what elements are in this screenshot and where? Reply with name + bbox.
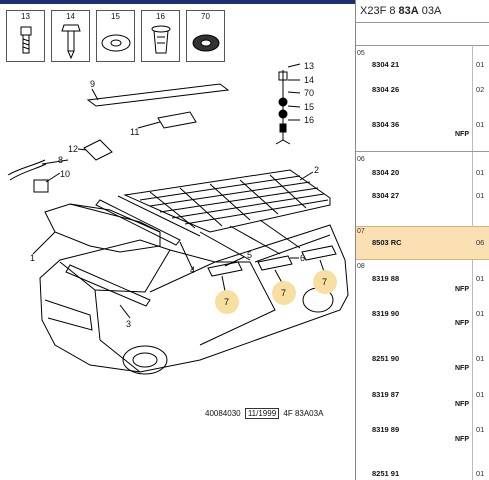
fastener-number: 70 <box>201 12 210 21</box>
highlight-marker <box>272 281 296 305</box>
group-number: 07 <box>357 228 365 235</box>
callout-15[interactable]: 15 <box>304 102 315 112</box>
parts-list-panel: X23F 8 83A 03A 05 8304 21 01 8304 26 02 … <box>355 0 489 480</box>
nfp-flag: NFP <box>455 131 469 138</box>
part-quantity: 01 <box>476 191 485 200</box>
part-reference[interactable]: 8251 90 <box>372 354 400 363</box>
part-reference[interactable]: 8319 88 <box>372 274 400 283</box>
callout-8[interactable]: 8 <box>58 155 64 165</box>
callout-6[interactable]: 6 <box>300 253 306 263</box>
group-number: 06 <box>357 156 365 163</box>
washer-icon <box>101 34 131 52</box>
callout-7[interactable]: 7 <box>281 288 287 298</box>
callout-70[interactable]: 70 <box>304 88 315 98</box>
callout-3[interactable]: 3 <box>126 319 132 329</box>
fastener-box-13[interactable]: 13 <box>6 10 45 62</box>
callout-16[interactable]: 16 <box>304 115 315 125</box>
selected-row-highlight <box>356 226 489 260</box>
part-reference[interactable]: 8304 27 <box>372 191 400 200</box>
callout-13[interactable]: 13 <box>304 61 315 71</box>
nfp-flag: NFP <box>455 436 469 443</box>
fastener-number: 15 <box>111 12 120 21</box>
caption-date: 11/1999 <box>244 408 280 419</box>
title-suffix: 03A <box>418 5 442 17</box>
callout-2[interactable]: 2 <box>314 165 320 175</box>
nfp-flag: NFP <box>455 286 469 293</box>
toothed-washer-icon <box>192 34 220 52</box>
fastener-box-70[interactable]: 70 <box>186 10 225 62</box>
part-quantity: 01 <box>476 469 485 478</box>
part-reference[interactable]: 8319 89 <box>372 425 400 434</box>
nfp-flag: NFP <box>455 320 469 327</box>
callout-4[interactable]: 4 <box>190 265 196 275</box>
part-reference[interactable]: 8319 90 <box>372 309 400 318</box>
plug-icon <box>151 25 171 54</box>
column-divider <box>472 45 473 480</box>
divider <box>356 45 489 46</box>
part-quantity: 01 <box>476 120 485 129</box>
part-quantity: 02 <box>476 85 485 94</box>
part-reference[interactable]: 8304 20 <box>372 168 400 177</box>
caption-ref: 4F 83A03A <box>283 409 324 418</box>
callout-5[interactable]: 5 <box>247 250 253 260</box>
callout-1[interactable]: 1 <box>30 253 36 263</box>
fastener-number: 14 <box>66 12 75 21</box>
part-quantity: 01 <box>476 309 485 318</box>
caption-code: 40084030 <box>205 409 241 418</box>
fastener-number: 16 <box>156 12 165 21</box>
bolt-icon <box>20 26 32 54</box>
part-quantity: 01 <box>476 60 485 69</box>
part-reference[interactable]: 8251 91 <box>372 469 400 478</box>
title-prefix: X23F 8 <box>360 5 399 17</box>
fastener-number: 13 <box>21 12 30 21</box>
nfp-flag: NFP <box>455 365 469 372</box>
fastener-box-15[interactable]: 15 <box>96 10 135 62</box>
callout-7[interactable]: 7 <box>322 277 328 287</box>
parts-diagram: 13 14 15 16 70 <box>0 0 355 419</box>
part-quantity: 01 <box>476 274 485 283</box>
panel-title: X23F 8 83A 03A <box>360 5 441 17</box>
exploded-view-drawing <box>7 63 349 375</box>
title-highlight: 83A <box>398 5 419 17</box>
group-number: 08 <box>357 263 365 270</box>
divider <box>356 151 489 152</box>
part-reference[interactable]: 8304 26 <box>372 85 400 94</box>
part-reference[interactable]: 8304 21 <box>372 60 400 69</box>
fastener-box-14[interactable]: 14 <box>51 10 90 62</box>
highlight-marker <box>313 270 337 294</box>
part-quantity: 06 <box>476 238 485 247</box>
part-reference[interactable]: 8304 36 <box>372 120 400 129</box>
callout-10[interactable]: 10 <box>60 169 71 179</box>
fastener-box-16[interactable]: 16 <box>141 10 180 62</box>
divider <box>356 22 489 23</box>
callout-11[interactable]: 11 <box>130 127 140 137</box>
part-reference[interactable]: 8319 87 <box>372 390 400 399</box>
part-quantity: 01 <box>476 168 485 177</box>
part-quantity: 01 <box>476 425 485 434</box>
callout-9[interactable]: 9 <box>90 79 96 89</box>
screw-icon <box>61 24 81 60</box>
part-reference-selected[interactable]: 8503 RC <box>372 238 402 247</box>
header-bar <box>0 0 355 4</box>
callout-7[interactable]: 7 <box>224 297 230 307</box>
diagram-caption: 40084030 11/1999 4F 83A03A <box>205 408 323 419</box>
nfp-flag: NFP <box>455 401 469 408</box>
group-number: 05 <box>357 50 365 57</box>
part-quantity: 01 <box>476 390 485 399</box>
callout-14[interactable]: 14 <box>304 75 315 85</box>
callout-12[interactable]: 12 <box>68 144 79 154</box>
highlight-marker <box>215 290 239 314</box>
part-quantity: 01 <box>476 354 485 363</box>
